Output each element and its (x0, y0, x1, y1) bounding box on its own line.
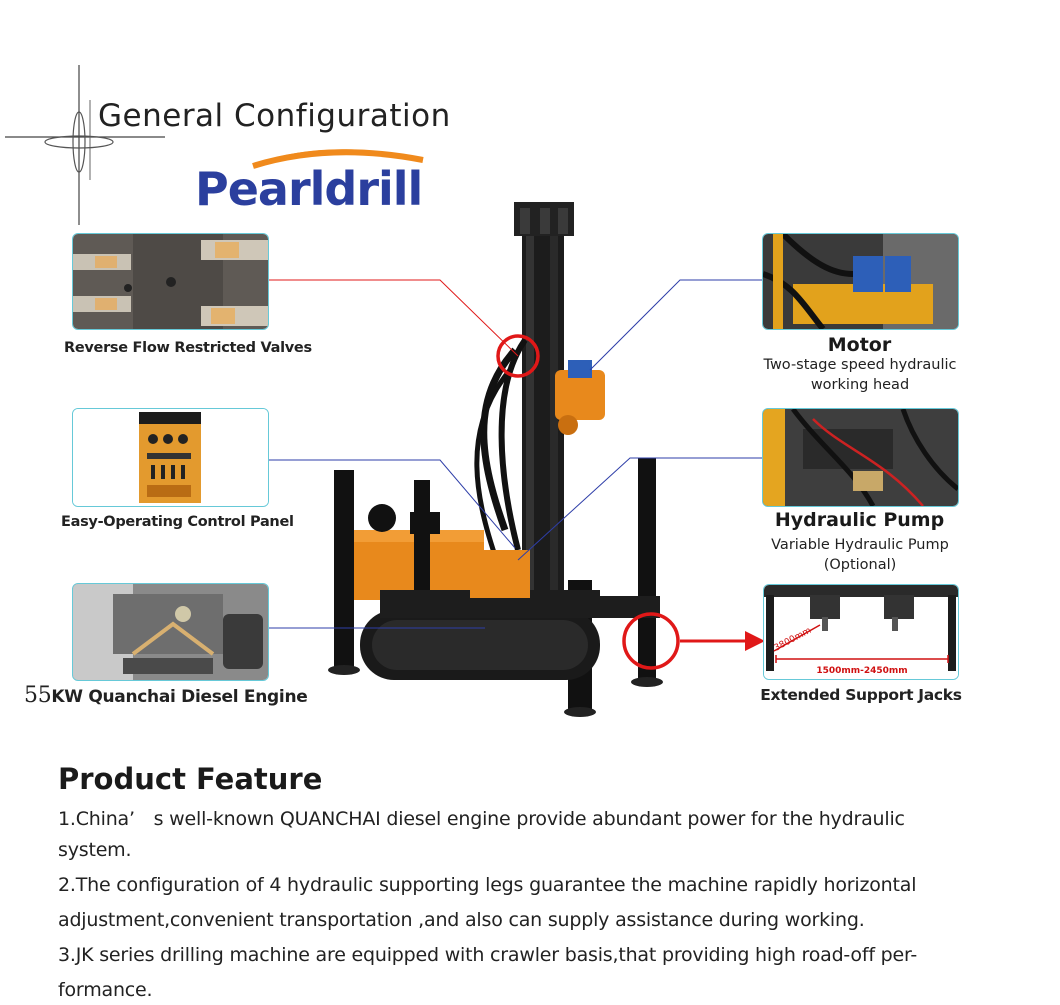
support-jacks-caption: Extended Support Jacks (760, 686, 962, 704)
callout-lines (268, 279, 765, 670)
engine-caption-text: KW Quanchai Diesel Engine (51, 687, 308, 707)
jack-width-dimension: 1500mm-2450mm (816, 666, 907, 676)
pearldrill-logo: Pearldrill (195, 149, 424, 212)
hydraulic-pump-heading: Hydraulic Pump (774, 509, 945, 531)
control-panel-photo (72, 408, 269, 507)
valves-caption: Reverse Flow Restricted Valves (64, 340, 312, 356)
svg-text:Pearldrill: Pearldrill (195, 162, 422, 212)
feature-line-4: adjustment,convenient transportation ,an… (58, 909, 865, 931)
hydraulic-pump-subtitle-line2: (Optional) (823, 557, 897, 573)
hydraulic-pump-subtitle-line1: Variable Hydraulic Pump (771, 537, 949, 553)
motor-photo (762, 233, 959, 330)
motor-subtitle-line2: working head (810, 377, 910, 393)
feature-line-3: 2.The configuration of 4 hydraulic suppo… (58, 874, 917, 896)
motor-heading: Motor (827, 334, 892, 356)
feature-line-6: formance. (58, 979, 153, 1001)
product-feature-title: Product Feature (58, 762, 323, 796)
feature-line-1: 1.China’ s well-known QUANCHAI diesel en… (58, 808, 905, 830)
motor-subtitle-line1: Two-stage speed hydraulic (763, 357, 957, 373)
valves-photo (72, 233, 269, 330)
page-title: General Configuration (98, 98, 451, 134)
engine-caption: 55KW Quanchai Diesel Engine (24, 683, 308, 708)
control-panel-caption: Easy-Operating Control Panel (61, 514, 294, 530)
engine-photo (72, 583, 269, 681)
hydraulic-pump-photo (762, 408, 959, 507)
support-jacks-photo: 3800mm 1500mm-2450mm (763, 584, 959, 680)
engine-power-number: 55 (24, 683, 52, 708)
feature-line-5: 3.JK series drilling machine are equippe… (58, 944, 918, 966)
drilling-rig-image (328, 202, 663, 717)
feature-line-2: system. (58, 839, 132, 861)
cross-ornament-icon (5, 65, 165, 225)
